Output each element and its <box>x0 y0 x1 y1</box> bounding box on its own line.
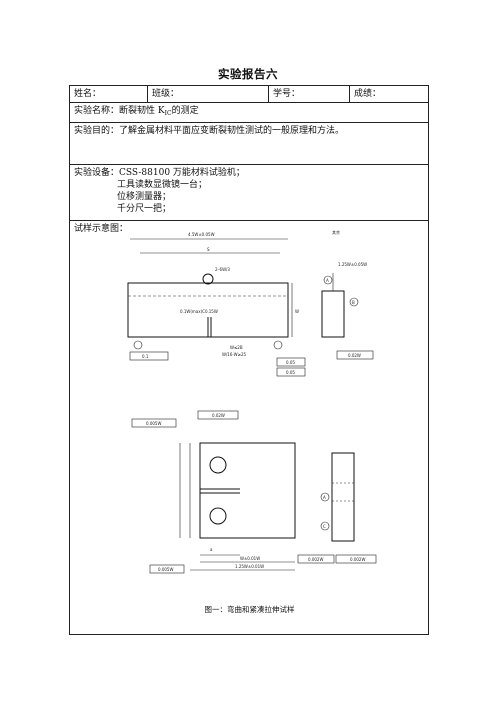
ct-tol-4: 0.002W <box>308 557 323 562</box>
ct-tol-frame-4 <box>297 554 335 564</box>
bend-hole-label: 2–6W/3 <box>215 267 230 272</box>
name-label: 姓名： <box>74 89 102 99</box>
side-tol-2: 0.05 <box>286 370 295 375</box>
equipment-cell: 实验设备：CSS-88100 万能材料试验机； 工具读数显微镜一台； 位移测量器… <box>69 164 429 221</box>
side-tol-frame-3 <box>336 350 374 360</box>
experiment-name-subscript: IC <box>164 110 172 117</box>
bend-support-right <box>273 340 283 350</box>
report-table: 姓名： 班级： 学号： 成绩： 实验名称：断裂韧性 KIC的测定 实验目的：了解… <box>69 85 429 635</box>
equipment-item: 千分尺一把； <box>117 204 172 214</box>
ct-body-outline <box>199 442 296 539</box>
ct-datum-a-circle <box>320 492 330 502</box>
side-tol-3: 0.02W <box>348 353 361 358</box>
id-field[interactable]: 学号： <box>268 85 350 103</box>
bend-support-left <box>133 340 143 350</box>
name-field[interactable]: 姓名： <box>69 85 148 103</box>
experiment-name-row: 实验名称：断裂韧性 KIC的测定 <box>69 102 429 123</box>
ct-datum-a: A <box>323 495 326 500</box>
ct-tol-3: 0.005W <box>158 567 173 572</box>
datum-a: A <box>326 278 329 283</box>
bend-overall-dim: 4.5W±0.05W <box>188 232 215 237</box>
class-field[interactable]: 班级： <box>147 85 269 103</box>
score-field[interactable]: 成绩： <box>349 85 429 103</box>
datum-b-circle <box>349 297 359 307</box>
bend-crack-label: W≤2B <box>230 345 243 350</box>
ct-datum-c-circle <box>320 521 330 531</box>
ct-side-block <box>331 452 355 542</box>
class-label: 班级： <box>152 89 180 99</box>
sketch-label: 试样示意图： <box>74 224 129 234</box>
ct-tol-1: 0.005W <box>146 421 161 426</box>
bend-w-label: W <box>295 309 299 314</box>
sketch-cell: 试样示意图： 4.5W±0.05W S 2–6W/3 0.1W(max)C0.1… <box>69 220 429 635</box>
bend-crack2-label: W/16·W≥25 <box>222 352 247 357</box>
bend-side-view: 其余 1.25W±0.05W A B 0.05 0.05 0.02W <box>276 229 374 377</box>
bend-notch-label: 0.1W(max)C0.15W <box>180 309 218 314</box>
ct-tol-5: 0.002W <box>350 557 365 562</box>
ct-tol-frame-3 <box>149 564 185 574</box>
ct-hole-upper <box>209 456 227 474</box>
side-tol-1: 0.05 <box>286 360 295 365</box>
bend-side-w: 1.25W±0.05W <box>338 262 367 267</box>
ct-a-label: a <box>210 547 213 552</box>
ct-tol-frame-2 <box>197 410 239 420</box>
equipment-item: 位移测量器； <box>117 192 172 202</box>
figure-caption: 图一：弯曲和紧凑拉伸试样 <box>204 605 295 614</box>
bend-span-dim: S <box>207 247 210 252</box>
side-tol-frame-1 <box>276 357 306 367</box>
datum-label: 其余 <box>332 229 340 235</box>
ct-side-view: A C 0.002W 0.002W <box>297 452 377 564</box>
ct-width-dim: 1.25W±0.01W <box>235 564 264 569</box>
sketch-row: 试样示意图： 4.5W±0.05W S 2–6W/3 0.1W(max)C0.1… <box>69 220 429 635</box>
side-block <box>321 290 345 338</box>
experiment-purpose-cell: 实验目的：了解金属材料平面应变断裂韧性测试的一般原理和方法。 <box>69 122 429 165</box>
equipment-row: 实验设备：CSS-88100 万能材料试验机； 工具读数显微镜一台； 位移测量器… <box>69 164 429 221</box>
page-title: 实验报告六 <box>218 67 278 81</box>
experiment-name-prefix: 实验名称：断裂韧性 K <box>74 106 165 116</box>
bend-load-pin <box>202 273 214 285</box>
ct-specimen: 0.005W 0.02W a W±0.01W 1.25W±0.01W <box>131 410 296 574</box>
equipment-first-line: 实验设备：CSS-88100 万能材料试验机； <box>74 168 245 178</box>
datum-a-circle <box>323 275 333 285</box>
ct-hole-lower <box>209 507 227 525</box>
specimen-drawing: 4.5W±0.05W S 2–6W/3 0.1W(max)C0.15W W W≤… <box>127 229 377 574</box>
bend-tolerance-frame <box>129 351 169 361</box>
bend-specimen: 4.5W±0.05W S 2–6W/3 0.1W(max)C0.15W W W≤… <box>127 232 299 361</box>
bend-tol: 0.1 <box>142 354 149 359</box>
header-row: 姓名： 班级： 学号： 成绩： <box>69 85 429 103</box>
experiment-name-suffix: 的测定 <box>171 106 199 116</box>
datum-b: B <box>352 300 355 305</box>
ct-datum-c: C <box>323 524 326 529</box>
ct-inner-dim: W±0.01W <box>240 556 260 561</box>
id-label: 学号： <box>273 89 301 99</box>
equipment-item: 工具读数显微镜一台； <box>117 180 208 190</box>
experiment-name-cell: 实验名称：断裂韧性 KIC的测定 <box>69 102 429 123</box>
ct-tol-frame-5 <box>335 554 377 564</box>
score-label: 成绩： <box>354 89 382 99</box>
ct-tol-2: 0.02W <box>212 413 225 418</box>
ct-tol-frame-1 <box>131 418 177 428</box>
side-tol-frame-2 <box>276 367 306 377</box>
experiment-purpose-row: 实验目的：了解金属材料平面应变断裂韧性测试的一般原理和方法。 <box>69 122 429 165</box>
